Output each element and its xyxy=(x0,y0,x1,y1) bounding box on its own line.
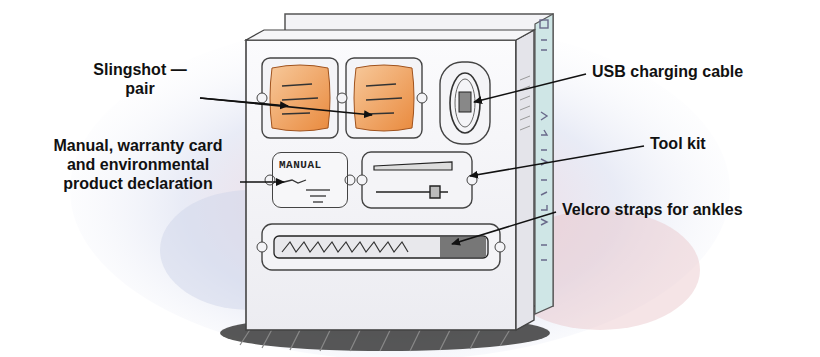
clip xyxy=(337,93,347,103)
usb-plug xyxy=(459,92,471,112)
screwdriver xyxy=(374,162,452,170)
part-label: Manual, warranty card and environmental … xyxy=(38,136,238,193)
leader-arrow xyxy=(200,74,644,244)
clip xyxy=(467,175,477,185)
part-label: Slingshot — pair xyxy=(80,60,200,98)
compartment xyxy=(362,152,472,208)
velcro-strap xyxy=(274,236,488,258)
usb-cable-coil xyxy=(450,73,480,133)
front-box-side xyxy=(516,30,534,330)
slingshot-pad xyxy=(270,65,330,131)
usb-cable-coil xyxy=(455,79,475,127)
part-label: Velcro straps for ankles xyxy=(562,200,802,219)
clip xyxy=(357,175,367,185)
part-label: Tool kit xyxy=(650,134,770,153)
clip xyxy=(265,175,275,185)
clip xyxy=(345,175,355,185)
clip xyxy=(257,242,267,252)
compartment-fill xyxy=(272,152,348,208)
manual-scribble xyxy=(284,180,330,202)
manual-compartment: MANUAL xyxy=(272,152,348,208)
clip xyxy=(257,93,267,103)
wrench xyxy=(376,186,448,198)
manual-title: MANUAL xyxy=(279,159,322,171)
side-hatch xyxy=(520,76,530,130)
part-label: USB charging cable xyxy=(592,62,792,81)
compartment xyxy=(262,224,500,270)
slingshot-pad xyxy=(354,65,414,131)
front-box xyxy=(246,40,516,330)
compartment xyxy=(346,58,422,138)
spine-scribble xyxy=(540,20,548,260)
front-box-top xyxy=(246,30,534,40)
clip xyxy=(417,93,427,103)
compartment xyxy=(440,62,490,144)
compartment xyxy=(262,58,338,138)
strap-pattern xyxy=(282,242,408,252)
clip xyxy=(495,242,505,252)
pad-lines xyxy=(282,84,402,114)
